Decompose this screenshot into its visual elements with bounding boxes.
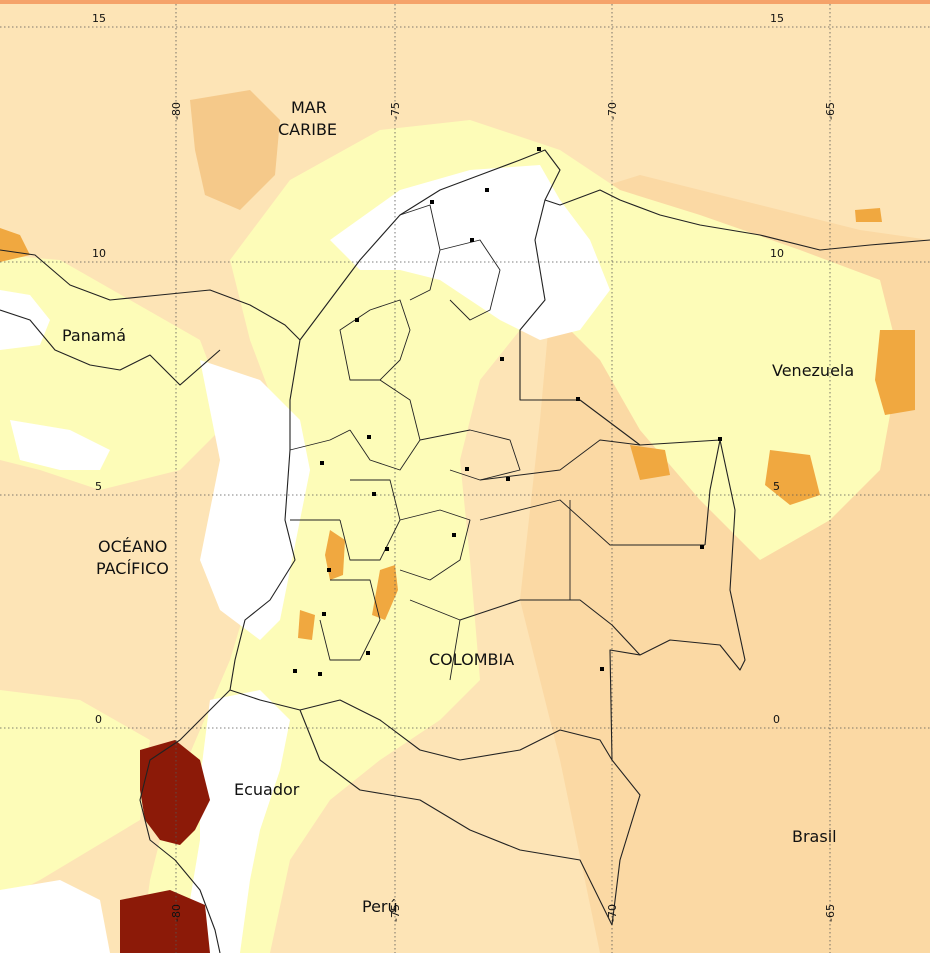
lon-tick-bottom-70: -70 — [606, 904, 619, 922]
lat-tick-right-0: 0 — [773, 713, 780, 726]
lon-tick-bottom-65: -65 — [824, 904, 837, 922]
pale-yellow-southwest — [0, 690, 150, 900]
orange-andes-3 — [298, 610, 315, 640]
lon-tick-top-75: -75 — [389, 102, 402, 120]
lat-tick-right-15: 15 — [770, 12, 784, 25]
lat-tick-left-5: 5 — [95, 480, 102, 493]
lon-tick-top-70: -70 — [606, 102, 619, 120]
department-borders — [289, 204, 705, 681]
orange-andes-1 — [372, 565, 398, 620]
label-ecuador: Ecuador — [234, 780, 300, 799]
orange-venezuela-2 — [765, 450, 820, 505]
label-venezuela: Venezuela — [772, 361, 854, 380]
cloud-north — [330, 165, 610, 340]
top-bar — [0, 0, 930, 4]
orange-caribbean — [855, 208, 882, 222]
label-pacifico: PACÍFICO — [96, 559, 169, 578]
label-mar: MAR — [291, 98, 327, 117]
lat-tick-right-10: 10 — [770, 247, 784, 260]
lon-tick-bottom-80: -80 — [170, 904, 183, 922]
pale-yellow-band — [140, 120, 900, 953]
city-markers — [293, 147, 722, 676]
cloud-south — [185, 690, 290, 953]
orange-sea-blob — [190, 90, 280, 210]
lon-tick-top-80: -80 — [170, 102, 183, 120]
cloud-central — [200, 360, 310, 640]
darkred-peru — [120, 890, 210, 953]
lat-tick-left-15: 15 — [92, 12, 106, 25]
orange-andes-2 — [325, 530, 345, 580]
label-colombia: COLOMBIA — [429, 650, 514, 669]
cloud-southwest — [0, 880, 110, 953]
label-panama: Panamá — [62, 326, 126, 345]
orange-east — [630, 445, 670, 480]
orange-venezuela-1 — [875, 330, 915, 415]
label-oceano: OCÉANO — [98, 537, 167, 556]
lat-tick-left-10: 10 — [92, 247, 106, 260]
lat-tick-right-5: 5 — [773, 480, 780, 493]
cloud-west — [10, 420, 110, 470]
label-caribe: CARIBE — [278, 120, 337, 139]
label-peru: Perú — [362, 897, 398, 916]
lat-tick-left-0: 0 — [95, 713, 102, 726]
label-brasil: Brasil — [792, 827, 837, 846]
lon-tick-bottom-75: -75 — [389, 904, 402, 922]
cloud-panama — [0, 290, 50, 350]
lon-tick-top-65: -65 — [824, 102, 837, 120]
darkred-ecuador — [140, 740, 210, 845]
